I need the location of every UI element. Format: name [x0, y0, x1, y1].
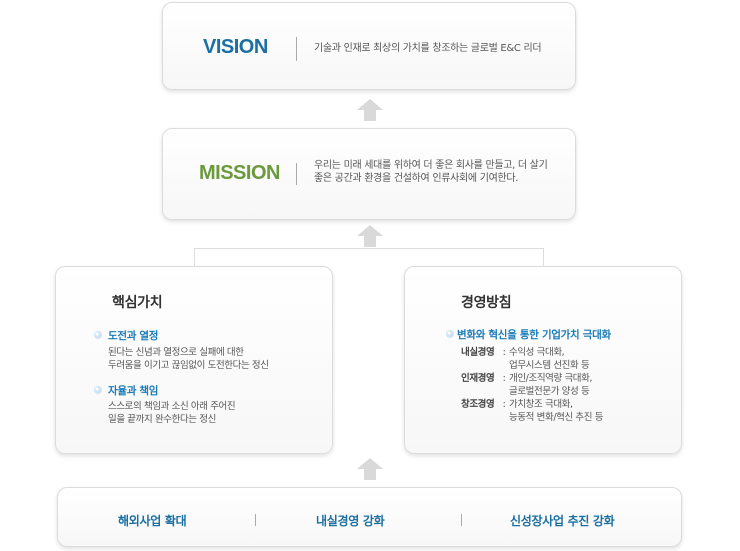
strategy-divider [461, 514, 462, 526]
core-value-desc-line: 스스로의 책임과 소신 아래 주어진 [108, 401, 236, 412]
management-policy-heading: 변화와 혁신을 통한 기업가치 극대화 [457, 329, 611, 341]
strategy-item: 내실경영 강화 [316, 514, 385, 528]
policy-row-text: 가치창조 극대화, 능동적 변화/혁신 추진 등 [509, 399, 629, 424]
core-values-card: 핵심가치 도전과 열정 된다는 신념과 열정으로 실패에 대한 두려움을 이기고… [55, 266, 333, 454]
policy-row-line: 능동적 변화/혁신 추진 등 [509, 411, 604, 423]
connector-line [194, 248, 544, 266]
core-value-desc: 스스로의 책임과 소신 아래 주어진 일을 끝까지 완수한다는 정신 [108, 400, 328, 426]
vision-statement: 기술과 인재로 최상의 가치를 창조하는 글로벌 E&C 리더 [314, 43, 542, 54]
core-value-heading: 도전과 열정 [108, 330, 159, 342]
policy-row-separator: : [502, 347, 506, 358]
mission-line-1: 우리는 미래 세대를 위하여 더 좋은 회사를 만들고, 더 살기 [314, 160, 548, 171]
core-value-desc-line: 일을 끝까지 완수한다는 정신 [108, 414, 216, 425]
strategy-item: 신성장사업 추진 강화 [510, 514, 615, 528]
bullet-icon [94, 386, 102, 394]
policy-row-separator: : [502, 399, 506, 410]
core-value-heading: 자율과 책임 [108, 385, 159, 397]
mission-card: MISSION 우리는 미래 세대를 위하여 더 좋은 회사를 만들고, 더 살… [162, 128, 576, 220]
policy-row: 인재경영 : 개인/조직역량 극대화, 글로벌전문가 양성 등 [461, 373, 629, 398]
policy-row-label: 내실경영 [461, 347, 495, 358]
up-arrow-icon [357, 458, 383, 480]
strategy-item: 해외사업 확대 [118, 514, 187, 528]
up-arrow-icon [357, 99, 383, 121]
policy-row: 내실경영 : 수익성 극대화, 업무시스템 선진화 등 [461, 347, 629, 372]
mission-divider [296, 163, 297, 185]
core-value-desc-line: 두려움을 이기고 끊임없이 도전한다는 정신 [108, 360, 269, 371]
policy-row-separator: : [502, 373, 506, 384]
management-policy-card: 경영방침 변화와 혁신을 통한 기업가치 극대화 내실경영 : 수익성 극대화,… [404, 266, 682, 454]
policy-row-line: 가치창조 극대화, [509, 399, 573, 410]
bullet-icon [94, 331, 102, 339]
policy-row-line: 수익성 극대화, [509, 347, 565, 358]
bullet-icon [446, 330, 454, 338]
mission-line-2: 좋은 공간과 환경을 건설하여 인류사회에 기여한다. [314, 173, 519, 184]
policy-row-line: 글로벌전문가 양성 등 [509, 385, 590, 397]
policy-row-line: 업무시스템 선진화 등 [509, 359, 590, 371]
core-value-desc: 된다는 신념과 열정으로 실패에 대한 두려움을 이기고 끊임없이 도전한다는 … [108, 346, 328, 372]
policy-row-line: 개인/조직역량 극대화, [509, 373, 593, 384]
management-policy-rows: 내실경영 : 수익성 극대화, 업무시스템 선진화 등 인재경영 : 개인/조직… [461, 347, 629, 425]
vision-divider [296, 37, 297, 61]
strategy-bar: 해외사업 확대 내실경영 강화 신성장사업 추진 강화 [57, 487, 682, 547]
mission-statement: 우리는 미래 세대를 위하여 더 좋은 회사를 만들고, 더 살기 좋은 공간과… [314, 159, 574, 185]
core-values-title: 핵심가치 [112, 295, 163, 311]
core-value-desc-line: 된다는 신념과 열정으로 실패에 대한 [108, 347, 244, 358]
vision-card: VISION 기술과 인재로 최상의 가치를 창조하는 글로벌 E&C 리더 [162, 2, 576, 90]
policy-row-label: 인재경영 [461, 373, 495, 384]
policy-row-text: 개인/조직역량 극대화, 글로벌전문가 양성 등 [509, 373, 629, 398]
mission-label: MISSION [199, 162, 280, 184]
policy-row: 창조경영 : 가치창조 극대화, 능동적 변화/혁신 추진 등 [461, 399, 629, 424]
strategy-divider [255, 514, 256, 526]
management-policy-title: 경영방침 [461, 295, 512, 311]
up-arrow-icon [357, 225, 383, 247]
policy-row-text: 수익성 극대화, 업무시스템 선진화 등 [509, 347, 629, 372]
vision-label: VISION [203, 36, 268, 58]
policy-row-label: 창조경영 [461, 399, 495, 410]
